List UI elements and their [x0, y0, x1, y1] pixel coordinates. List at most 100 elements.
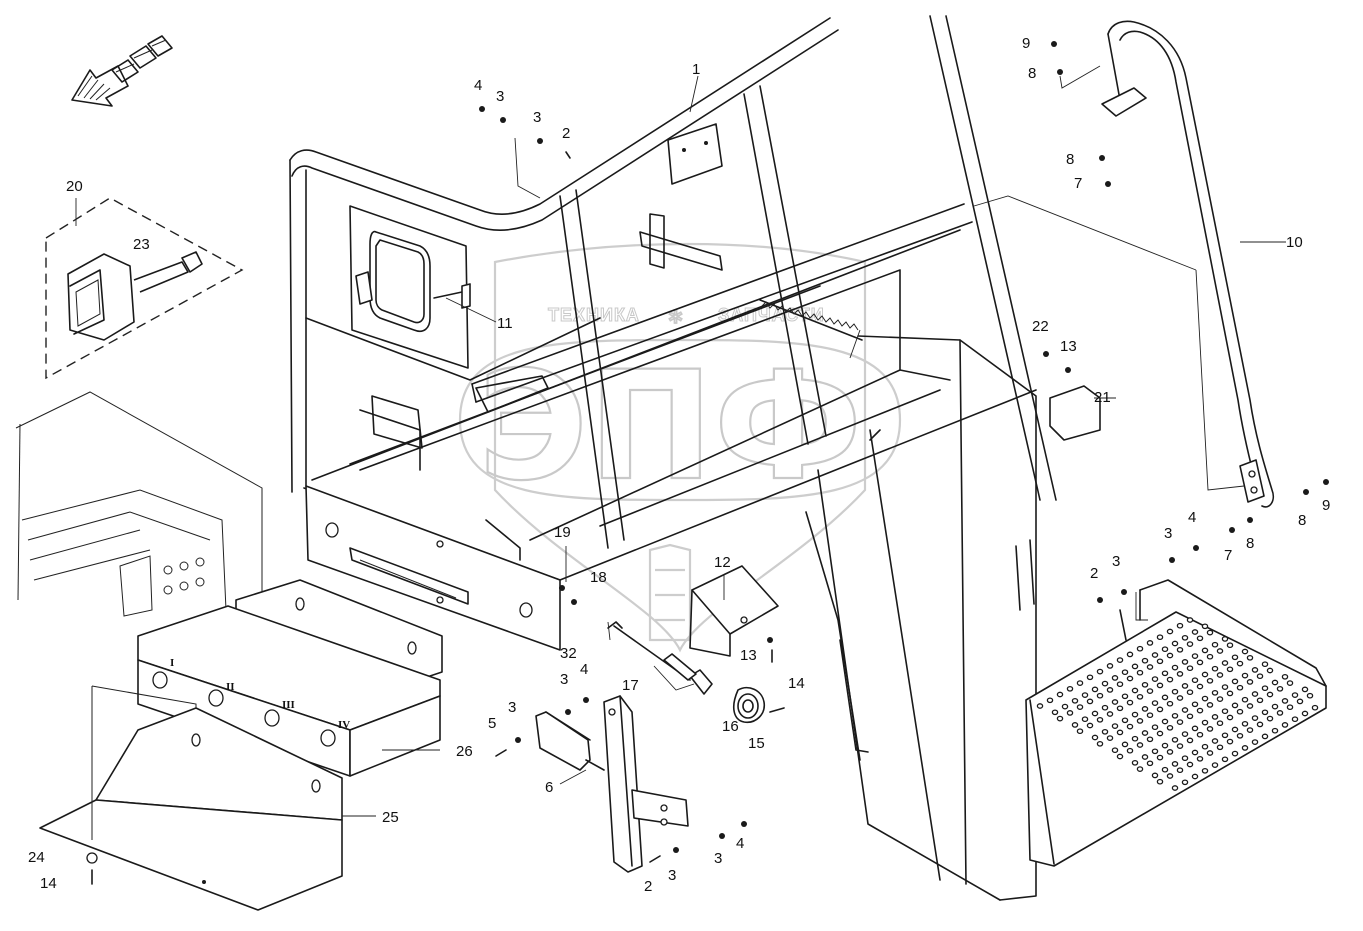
- grating-hole: [1111, 747, 1119, 754]
- grating-hole: [1226, 642, 1234, 649]
- callout-c8c: 8: [1298, 512, 1306, 529]
- grating-hole: [1156, 682, 1164, 689]
- callout-c3f: 3: [508, 699, 516, 716]
- grating-hole: [1236, 684, 1244, 691]
- callout-c24: 24: [28, 849, 45, 866]
- grating-hole: [1121, 741, 1129, 748]
- grating-hole: [1266, 715, 1274, 722]
- grating-hole: [1126, 723, 1134, 730]
- grating-hole: [1196, 755, 1204, 762]
- grating-hole: [1131, 711, 1139, 718]
- grating-hole: [1206, 750, 1214, 756]
- grating-hole: [1246, 654, 1254, 661]
- grating-hole: [1206, 677, 1214, 684]
- grating-hole: [1251, 739, 1259, 745]
- callout-c4b: 4: [1188, 509, 1196, 526]
- grating-hole: [1151, 724, 1159, 731]
- grating-hole: [1301, 710, 1309, 717]
- grating-hole: [1231, 654, 1239, 661]
- grating-hole: [1081, 692, 1089, 698]
- callout-c17: 17: [622, 677, 639, 694]
- grating-hole: [1141, 706, 1149, 712]
- grating-hole: [1261, 709, 1269, 716]
- watermark: ТЕХНИКА ✲ ЗАПЧАСТИ ЭПФ: [458, 242, 902, 653]
- watermark-tower: [648, 543, 692, 642]
- grating-hole: [1181, 707, 1189, 713]
- callout-c21: 21: [1094, 389, 1111, 406]
- fender-assembly: [39, 579, 443, 911]
- grating-hole: [1176, 646, 1184, 653]
- grating-hole: [1246, 727, 1254, 733]
- grating-hole: [1046, 697, 1054, 704]
- grating-hole: [1291, 716, 1299, 723]
- grating-hole: [1196, 635, 1204, 642]
- roman-mark-r1: I: [170, 657, 174, 669]
- roman-mark-r4: IV: [338, 719, 350, 731]
- hand-rail: [1015, 20, 1275, 611]
- grating-hole: [1156, 706, 1164, 713]
- callout-c16: 16: [722, 718, 739, 735]
- grating-hole: [1161, 694, 1169, 701]
- cab-outline: [15, 391, 263, 617]
- grating-hole: [1056, 691, 1064, 698]
- grating-hole: [1236, 660, 1244, 667]
- grating-hole: [1066, 685, 1074, 692]
- grating-hole: [1226, 690, 1234, 697]
- grating-hole: [1161, 718, 1169, 725]
- grating-hole: [1261, 685, 1269, 692]
- grating-hole: [1216, 648, 1224, 654]
- grating-hole: [1156, 730, 1164, 737]
- grating-hole: [1146, 736, 1154, 743]
- grating-hole: [1181, 731, 1189, 737]
- grating-hole: [1226, 738, 1234, 745]
- grating-hole: [1146, 640, 1154, 646]
- watermark-brand-right: ЗАПЧАСТИ: [718, 305, 825, 325]
- callout-c13a: 13: [1060, 338, 1077, 355]
- grating-hole: [1201, 647, 1209, 654]
- grating-hole: [1206, 702, 1214, 708]
- grating-hole: [1271, 727, 1279, 734]
- grating-hole: [1061, 703, 1069, 710]
- grating-hole: [1206, 653, 1214, 660]
- grating-hole: [1261, 733, 1269, 740]
- callout-c10: 10: [1286, 234, 1303, 251]
- grating-hole: [1256, 697, 1264, 704]
- grating-hole: [1111, 699, 1119, 705]
- grating-hole: [1191, 677, 1199, 684]
- watermark-oval: [458, 338, 902, 502]
- grating-hole: [1131, 687, 1139, 694]
- callout-c4d: 4: [736, 835, 744, 852]
- grating-hole: [1176, 719, 1184, 725]
- grating-hole: [1156, 634, 1164, 641]
- grating-hole: [1241, 672, 1249, 679]
- grating-hole: [1171, 761, 1179, 767]
- grating-hole: [1116, 705, 1124, 712]
- fasteners: [86, 41, 1329, 885]
- grating-hole: [1221, 660, 1229, 666]
- grating-hole: [1151, 676, 1159, 682]
- grating-hole: [1196, 683, 1204, 690]
- grating-hole: [1121, 717, 1129, 724]
- grating-hole: [1211, 689, 1219, 696]
- watermark-shield-outline: [493, 242, 867, 653]
- grating-hole: [1146, 688, 1154, 694]
- grating-hole: [1196, 659, 1204, 666]
- grating-hole: [1216, 720, 1224, 727]
- grating-hole: [1156, 754, 1164, 761]
- grating-hole: [1246, 679, 1254, 685]
- grating-hole: [1036, 703, 1044, 709]
- grating-hole: [1196, 731, 1204, 738]
- grating-hole: [1221, 708, 1229, 715]
- grating-hole: [1291, 692, 1299, 698]
- callout-c25: 25: [382, 809, 399, 826]
- grating-hole: [1141, 681, 1149, 688]
- grating-hole: [1241, 720, 1249, 727]
- grating-holes: [1036, 617, 1319, 791]
- grating-hole: [1076, 680, 1084, 686]
- grating-hole: [1056, 715, 1064, 722]
- grating-hole: [1201, 671, 1209, 678]
- grating-hole: [1231, 678, 1239, 685]
- grating-hole: [1151, 652, 1159, 658]
- grating-hole: [1146, 664, 1154, 670]
